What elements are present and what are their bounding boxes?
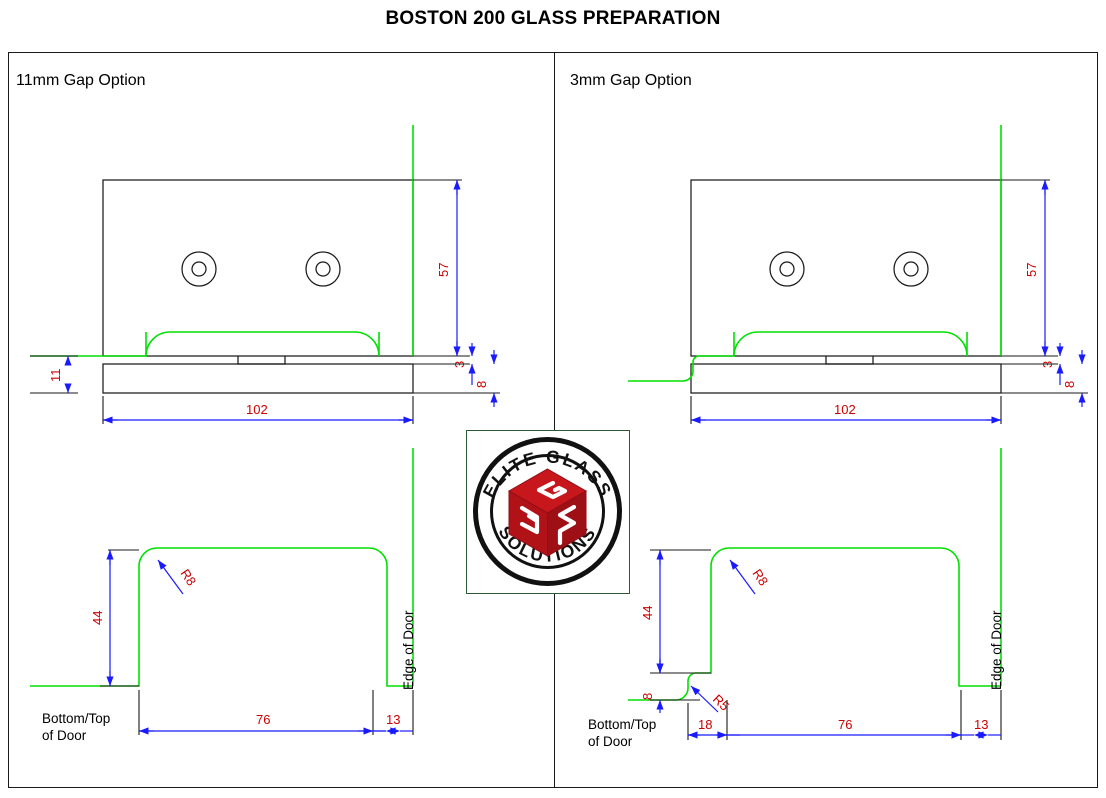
- label-edge-of-door-right: Edge of Door: [989, 610, 1004, 690]
- logo-svg: ELITE GLASS SOLUTIONS: [473, 437, 622, 586]
- dimension-width-102: 102: [102, 396, 414, 424]
- label-bottom-top-of-door-right-2: of Door: [588, 734, 633, 749]
- dimension-text-8-step-right: 8: [640, 693, 655, 700]
- dimension-text-18-right: 18: [698, 717, 712, 732]
- fixing-hole-left-right-panel: [769, 251, 805, 287]
- dimension-text-44: 44: [90, 611, 105, 625]
- dimension-text-13: 13: [386, 712, 400, 727]
- fixing-hole-right: [305, 251, 341, 287]
- dimension-height-44: 44: [90, 549, 139, 687]
- left-plan-view: 44 R8 76 13: [30, 448, 416, 743]
- dimension-width-102-right: 102: [690, 396, 1002, 424]
- glass-plate-outline: [102, 363, 414, 394]
- dimension-step-8-right: 8: [640, 660, 700, 713]
- label-bottom-top-of-door-left-1: Bottom/Top: [42, 711, 110, 726]
- glass-cutout-plan-profile: [30, 547, 413, 687]
- dimension-text-13-right: 13: [974, 717, 988, 732]
- dimension-thickness-8-right: 8: [1001, 350, 1088, 407]
- dimension-text-11: 11: [48, 369, 63, 383]
- label-bottom-top-of-door-right-1: Bottom/Top: [588, 717, 656, 732]
- dimension-thickness-8: 8: [413, 350, 500, 407]
- glass-cutout-profile: [30, 331, 380, 357]
- dimension-edge-13-right: 13: [961, 690, 1002, 740]
- dimension-edge-13: 13: [373, 690, 414, 735]
- dimension-offset-3: 3: [413, 343, 476, 385]
- panel-title-left: 11mm Gap Option: [16, 72, 146, 89]
- fixing-hole-left: [181, 251, 217, 287]
- dimension-text-102: 102: [246, 402, 268, 417]
- page-title: BOSTON 200 GLASS PREPARATION: [385, 8, 721, 29]
- dimension-width-18-right: 18: [687, 700, 728, 740]
- label-bottom-top-of-door-left-2: of Door: [42, 728, 87, 743]
- dimension-gap-11: 11: [30, 355, 78, 394]
- hinge-center-tab-right: [825, 356, 874, 365]
- dimension-radius-r8: R8: [157, 559, 200, 595]
- dimension-text-57: 57: [436, 263, 451, 277]
- left-elevation-view: 11 57 3 8: [30, 125, 500, 424]
- logo-cube-icon: [507, 468, 588, 557]
- dimension-text-8: 8: [474, 381, 489, 388]
- dimension-text-r8: R8: [178, 566, 200, 588]
- hinge-center-tab: [237, 356, 286, 365]
- company-logo: ELITE GLASS SOLUTIONS: [466, 430, 630, 594]
- dimension-text-8-right: 8: [1062, 381, 1077, 388]
- label-edge-of-door-left: Edge of Door: [401, 610, 416, 690]
- glass-cutout-plan-profile-right: [628, 547, 1001, 701]
- dimension-width-76-right: 76: [717, 690, 962, 740]
- glass-cutout-profile-right: [628, 331, 968, 382]
- dimension-text-76-right: 76: [838, 717, 852, 732]
- fixing-hole-right-right-panel: [893, 251, 929, 287]
- dimension-text-76: 76: [256, 712, 270, 727]
- dimension-offset-3-right: 3: [1001, 343, 1064, 385]
- glass-plate-outline-right: [690, 363, 1002, 394]
- dimension-text-r5-right: R5: [710, 691, 732, 713]
- dimension-height-57-right: 57: [1001, 179, 1058, 357]
- dimension-text-102-right: 102: [834, 402, 856, 417]
- panel-title-right: 3mm Gap Option: [570, 72, 692, 89]
- right-plan-view: 44 8 R8 R5: [588, 448, 1004, 749]
- right-elevation-view: 57 3 8 102: [628, 125, 1088, 424]
- panel-divider: [554, 52, 555, 788]
- dimension-text-57-right: 57: [1024, 263, 1039, 277]
- dimension-text-3-right: 3: [1040, 361, 1055, 368]
- dimension-text-3: 3: [452, 361, 467, 368]
- dimension-text-r8-right: R8: [750, 566, 772, 588]
- dimension-height-57: 57: [413, 179, 470, 357]
- dimension-height-44-right: 44: [640, 549, 711, 674]
- hinge-body-outline-right: [690, 179, 1002, 357]
- dimension-radius-r8-right: R8: [729, 559, 772, 595]
- hinge-body-outline: [102, 179, 414, 357]
- dimension-text-44-right: 44: [640, 606, 655, 620]
- dimension-width-76: 76: [138, 690, 374, 735]
